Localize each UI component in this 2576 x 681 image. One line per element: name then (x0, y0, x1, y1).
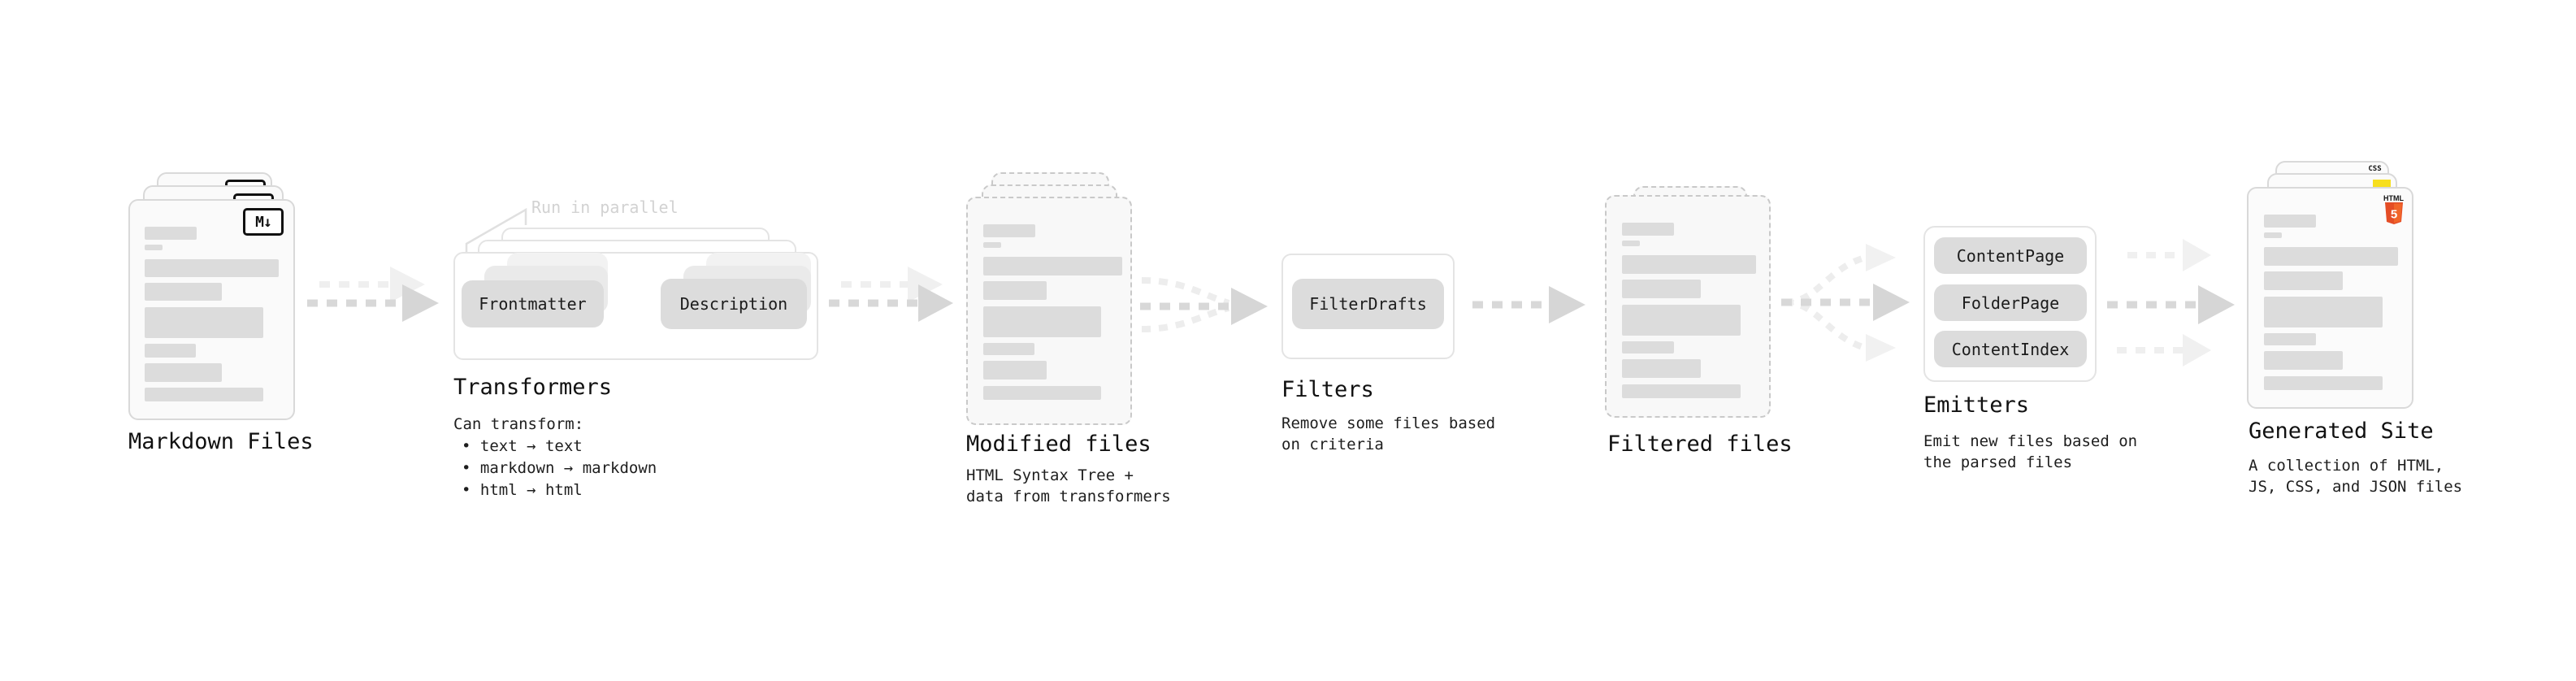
text-placeholder-line (983, 361, 1047, 380)
arrow-filters-to-filtered (1472, 286, 1585, 323)
text-placeholder-line (1622, 255, 1756, 274)
caption-line: Emit new files based on (1923, 432, 2138, 450)
filterdrafts-step: FilterDrafts (1292, 279, 1444, 329)
text-placeholder-line (983, 257, 1122, 275)
modified-file-card-front (966, 197, 1132, 425)
filters-title: Filters (1281, 377, 1374, 402)
generated-site-caption: A collection of HTML, JS, CSS, and JSON … (2249, 455, 2462, 497)
generated-site-title: Generated Site (2249, 419, 2434, 444)
html5-icon-label: HTML (2383, 194, 2404, 202)
text-placeholder-line (145, 388, 263, 401)
text-placeholder-line (2264, 247, 2398, 266)
markdown-files-title: Markdown Files (128, 429, 314, 454)
modified-files-caption: HTML Syntax Tree + data from transformer… (966, 465, 1171, 507)
svg-text:5: 5 (2390, 208, 2396, 222)
text-placeholder-line (983, 306, 1101, 337)
arrow-modified-to-filters-converge (1140, 277, 1268, 332)
text-placeholder-line (2264, 215, 2316, 228)
caption-line: on criteria (1281, 436, 1384, 453)
arrow-markdown-to-transformers (307, 267, 439, 322)
text-placeholder-line (1622, 359, 1701, 378)
frontmatter-step: Frontmatter (462, 280, 604, 327)
text-placeholder-line (2264, 376, 2383, 390)
caption-line: A collection of HTML, (2249, 457, 2444, 475)
modified-files-title: Modified files (966, 432, 1151, 457)
folderpage-step: FolderPage (1934, 284, 2087, 321)
text-placeholder-line (2264, 271, 2343, 290)
text-placeholder-line (2264, 232, 2282, 238)
caption-line: HTML Syntax Tree + (966, 466, 1134, 484)
transformers-title: Transformers (453, 375, 613, 400)
caption-line: Remove some files based (1281, 414, 1496, 432)
text-placeholder-line (145, 363, 222, 382)
caption-line: JS, CSS, and JSON files (2249, 478, 2463, 496)
caption-line: the parsed files (1923, 453, 2073, 471)
transformers-caption-heading: Can transform: (453, 415, 584, 433)
text-placeholder-line (2264, 297, 2383, 327)
text-placeholder-line (983, 224, 1035, 237)
run-in-parallel-annotation: Run in parallel (531, 197, 679, 217)
text-placeholder-line (145, 245, 163, 250)
arrow-transformers-to-modified (829, 267, 953, 322)
text-placeholder-line (145, 259, 279, 277)
js-icon (2373, 180, 2391, 188)
description-step: Description (661, 279, 807, 329)
contentindex-step: ContentIndex (1934, 331, 2087, 367)
caption-line: data from transformers (966, 488, 1171, 505)
filtered-file-card-front (1605, 195, 1771, 418)
text-placeholder-line (145, 344, 196, 358)
emitters-caption: Emit new files based on the parsed files (1923, 431, 2137, 473)
arrow-filtered-to-emitters-diverge (1781, 244, 1910, 362)
transform-bullet: • html → html (462, 481, 583, 499)
transform-bullet: • markdown → markdown (462, 459, 657, 477)
text-placeholder-line (2264, 333, 2316, 345)
text-placeholder-line (1622, 241, 1640, 246)
text-placeholder-line (145, 227, 197, 240)
text-placeholder-line (1622, 223, 1674, 236)
contentpage-step: ContentPage (1934, 237, 2087, 274)
text-placeholder-line (983, 242, 1001, 248)
text-placeholder-line (983, 343, 1034, 355)
text-placeholder-line (1622, 305, 1741, 336)
transformers-bullet-list: • text → text • markdown → markdown • ht… (462, 436, 657, 501)
emitters-title: Emitters (1923, 393, 2030, 418)
html5-icon: HTML 5 (2383, 194, 2404, 224)
filtered-files-title: Filtered files (1607, 432, 1793, 457)
text-placeholder-line (983, 281, 1047, 300)
markdown-icon: M↓ (243, 208, 284, 236)
text-placeholder-line (145, 307, 263, 338)
html5-shield: 5 (2384, 202, 2403, 224)
generated-file-card-front: HTML 5 (2247, 187, 2413, 409)
arrow-emitters-to-generated (2107, 239, 2235, 367)
text-placeholder-line (1622, 384, 1741, 398)
css-icon-label: CSS (2368, 165, 2382, 173)
markdown-file-card-front: M↓ (128, 199, 295, 420)
text-placeholder-line (2264, 351, 2343, 370)
text-placeholder-line (983, 386, 1101, 400)
filters-caption: Remove some files based on criteria (1281, 413, 1495, 455)
text-placeholder-line (1622, 280, 1701, 298)
text-placeholder-line (145, 283, 222, 301)
transform-bullet: • text → text (462, 437, 583, 455)
text-placeholder-line (1622, 341, 1674, 354)
